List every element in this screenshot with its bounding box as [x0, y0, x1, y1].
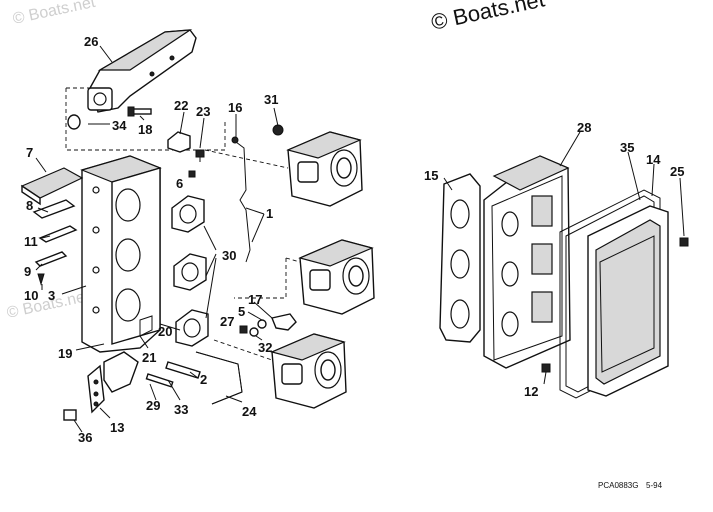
carburetor-top [272, 124, 363, 207]
part-6-screw [188, 170, 196, 178]
callout-36: 36 [78, 430, 92, 445]
callout-3: 3 [48, 288, 55, 303]
callout-18: 18 [138, 122, 152, 137]
callout-14: 14 [646, 152, 661, 167]
callout-labels: 26 34 18 22 23 16 31 6 1 7 8 11 9 10 3 1… [24, 34, 684, 445]
part-15-gasket [439, 173, 481, 343]
part-13-bracket [87, 364, 105, 414]
callout-8: 8 [26, 198, 33, 213]
callout-31: 31 [264, 92, 278, 107]
callout-21: 21 [142, 350, 156, 365]
callout-25: 25 [670, 164, 684, 179]
callout-20: 20 [158, 324, 172, 339]
part-33-screw [145, 373, 174, 388]
callout-22: 22 [174, 98, 188, 113]
callout-5: 5 [238, 304, 245, 319]
callout-17: 17 [248, 292, 262, 307]
part-17-clip [271, 313, 297, 331]
part-36-screw [63, 409, 77, 421]
callout-7: 7 [26, 145, 33, 160]
carburetor-bottom [270, 333, 347, 409]
part-29-bracket [103, 351, 139, 393]
callout-23: 23 [196, 104, 210, 119]
part-8-reed [32, 199, 76, 219]
watermark-faint-top-left: © Boats.net [11, 0, 97, 28]
part-22-bracket [167, 131, 191, 153]
part-23-screw [195, 149, 205, 162]
part-11-reed [38, 225, 78, 243]
callout-29: 29 [146, 398, 160, 413]
callout-13: 13 [110, 420, 124, 435]
drawing-code: PCA0883G [598, 481, 638, 490]
carburetor-middle [298, 239, 375, 315]
part-12-screw [541, 363, 551, 373]
callout-19: 19 [58, 346, 72, 361]
part-24-hose [195, 351, 243, 405]
callout-24: 24 [242, 404, 257, 419]
callout-2: 2 [200, 372, 207, 387]
callout-33: 33 [174, 402, 188, 417]
part-27-screw [239, 325, 248, 334]
leader-lines [35, 45, 685, 433]
part-9-stop [34, 251, 68, 267]
part-35-outer-cover [587, 205, 669, 397]
part-5-washer [257, 319, 267, 329]
callout-11: 11 [24, 234, 38, 249]
callout-12: 12 [524, 384, 538, 399]
callout-1: 1 [266, 206, 273, 221]
intake-manifold-block [80, 155, 162, 353]
part-7-reed-block [20, 167, 84, 206]
callout-6: 6 [176, 176, 183, 191]
part-16-link-rod [231, 136, 251, 263]
callout-35: 35 [620, 140, 634, 155]
part-30-gaskets [171, 195, 209, 347]
callout-15: 15 [424, 168, 438, 183]
callout-26: 26 [84, 34, 98, 49]
part-34-plug [67, 114, 81, 130]
callout-32: 32 [258, 340, 272, 355]
drawing-date: 5-94 [646, 481, 663, 490]
watermark-main: © Boats.net [429, 0, 547, 35]
callout-27: 27 [220, 314, 234, 329]
callout-10: 10 [24, 288, 38, 303]
part-18-screw [127, 106, 152, 117]
callout-30: 30 [222, 248, 236, 263]
part-32-nut [249, 327, 259, 337]
callout-16: 16 [228, 100, 242, 115]
callout-9: 9 [24, 264, 31, 279]
part-28-cover-plate [483, 155, 571, 369]
part-26-housing [87, 29, 197, 113]
part-10-screw [37, 273, 45, 286]
callout-28: 28 [577, 120, 591, 135]
part-25-screw [679, 237, 689, 247]
callout-34: 34 [112, 118, 127, 133]
